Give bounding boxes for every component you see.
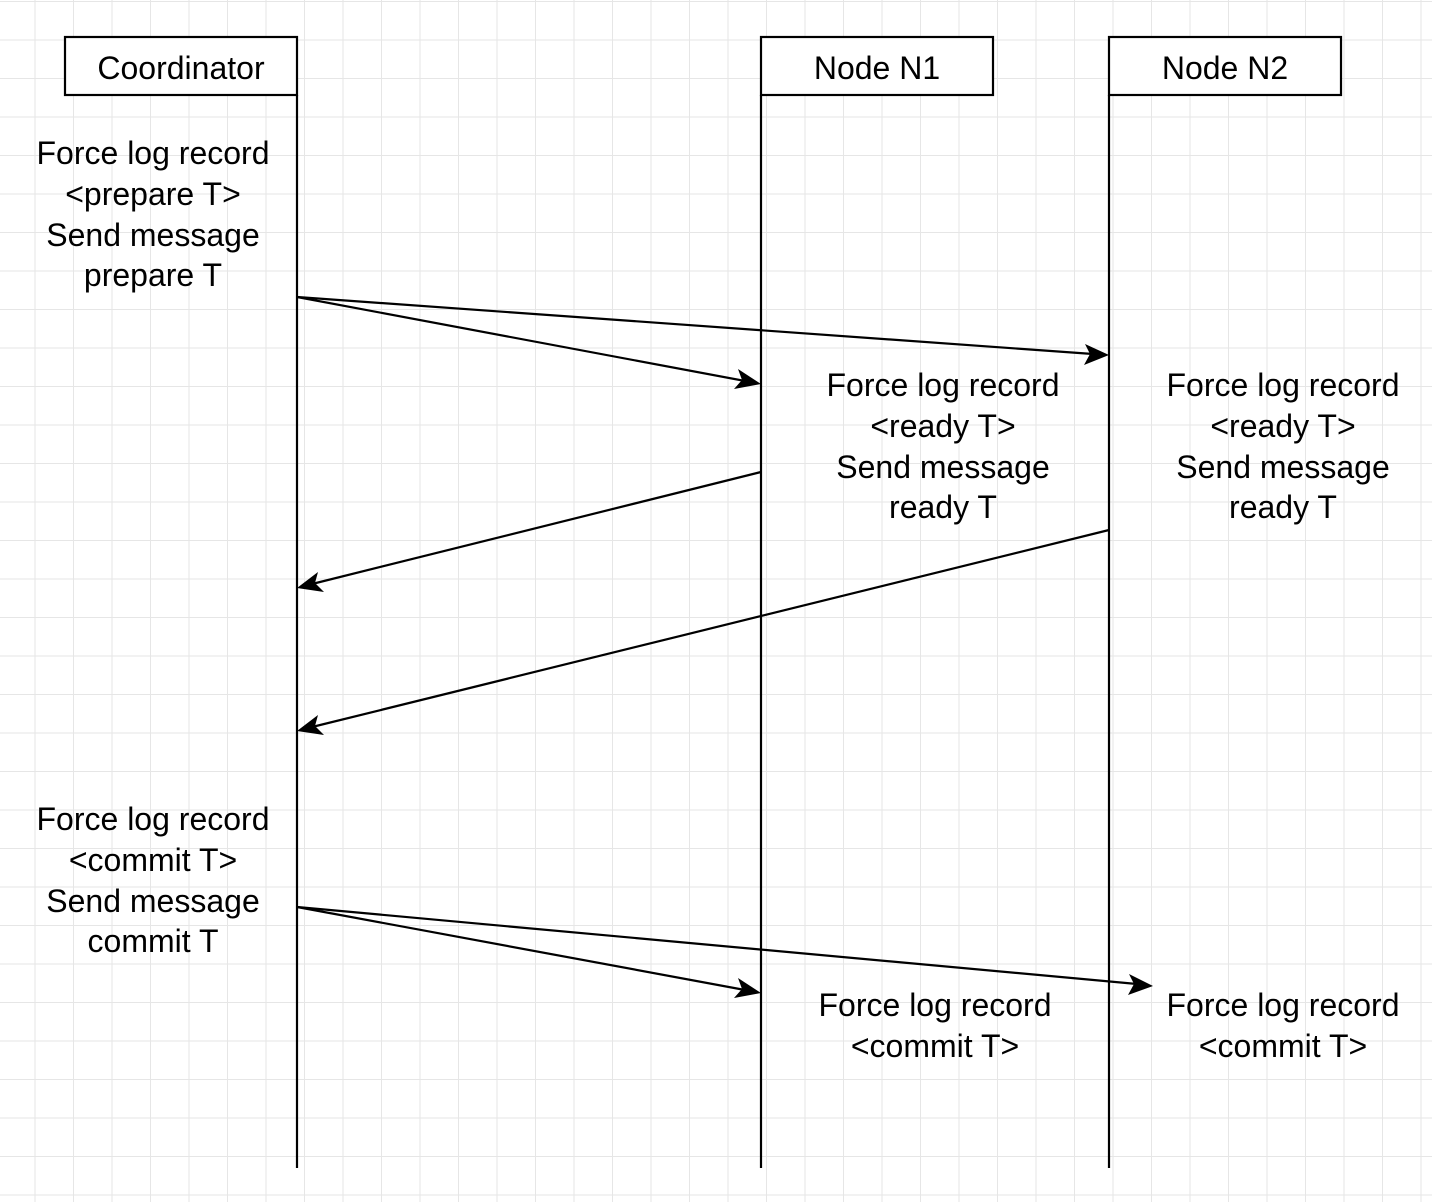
- note-line: Force log record: [819, 987, 1052, 1023]
- note-line: Force log record: [37, 801, 270, 837]
- note-line: Force log record: [1167, 367, 1400, 403]
- note-n2-commit: Force log record <commit T>: [1167, 987, 1400, 1064]
- message-ready-from-n1: [297, 470, 762, 592]
- message-ready-from-n2: [297, 528, 1110, 735]
- note-line: prepare T: [84, 257, 222, 293]
- note-line: <ready T>: [870, 408, 1015, 444]
- note-coordinator-prepare: Force log record <prepare T> Send messag…: [37, 135, 270, 293]
- note-line: Send message: [836, 449, 1049, 485]
- note-line: <ready T>: [1210, 408, 1355, 444]
- note-line: ready T: [1229, 489, 1337, 525]
- note-line: <prepare T>: [65, 176, 241, 212]
- note-line: <commit T>: [69, 842, 237, 878]
- participant-label: Node N1: [814, 50, 940, 86]
- note-coordinator-commit: Force log record <commit T> Send message…: [37, 801, 270, 959]
- message-commit-to-n2: [296, 905, 1153, 995]
- note-line: <commit T>: [1199, 1028, 1367, 1064]
- participant-n2[interactable]: Node N2: [1107, 35, 1343, 97]
- note-line: Send message: [46, 217, 259, 253]
- note-line: Send message: [1176, 449, 1389, 485]
- note-line: commit T: [88, 923, 219, 959]
- note-line: Force log record: [827, 367, 1060, 403]
- note-line: <commit T>: [851, 1028, 1019, 1064]
- message-prepare-to-n1: [296, 295, 761, 389]
- note-n2-ready: Force log record <ready T> Send message …: [1167, 367, 1400, 525]
- participant-n1[interactable]: Node N1: [759, 35, 995, 97]
- message-commit-to-n1: [296, 905, 761, 998]
- note-line: ready T: [889, 489, 997, 525]
- participant-label: Node N2: [1162, 50, 1288, 86]
- message-prepare-to-n2: [296, 295, 1109, 365]
- note-line: Force log record: [37, 135, 270, 171]
- note-line: Force log record: [1167, 987, 1400, 1023]
- participant-coordinator[interactable]: Coordinator: [63, 35, 299, 97]
- note-n1-ready: Force log record <ready T> Send message …: [827, 367, 1060, 525]
- note-n1-commit: Force log record <commit T>: [819, 987, 1052, 1064]
- note-line: Send message: [46, 883, 259, 919]
- participant-label: Coordinator: [97, 50, 265, 86]
